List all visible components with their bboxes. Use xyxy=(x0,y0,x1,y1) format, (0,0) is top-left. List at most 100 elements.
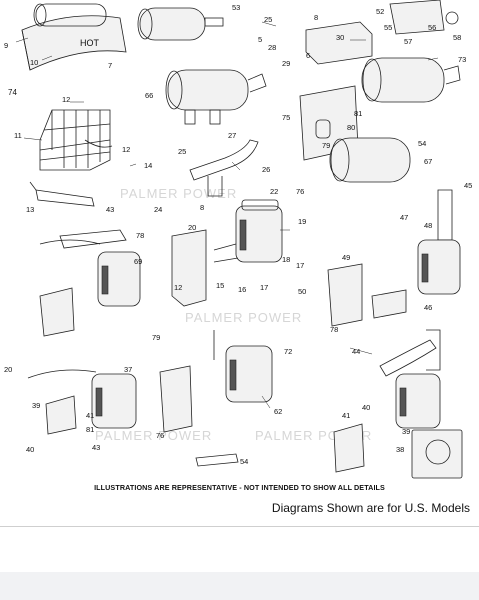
callout-52: 52 xyxy=(376,7,384,16)
leader-lines xyxy=(15,21,439,409)
pipe-43 xyxy=(379,329,441,429)
wire-guard-cage xyxy=(39,109,113,171)
callout-6: 6 xyxy=(306,51,310,60)
hot-label: HOT xyxy=(80,38,100,48)
watermark-1: PALMER POWER xyxy=(120,186,237,201)
callout-38: 38 xyxy=(396,445,404,454)
callout-54: 54 xyxy=(240,457,248,466)
callout-72: 72 xyxy=(284,347,292,356)
callout-80: 81 xyxy=(86,425,94,434)
callout-26: 26 xyxy=(262,165,270,174)
callout-25: 25 xyxy=(178,147,186,156)
callout-18: 17 xyxy=(296,261,304,270)
muffler-63 xyxy=(165,69,267,125)
callout-13: 13 xyxy=(26,205,34,214)
callout-40-right: 40 xyxy=(362,403,370,412)
callout-50: 50 xyxy=(298,287,306,296)
callout-28: 29 xyxy=(282,59,290,68)
callout-19: 18 xyxy=(282,255,290,264)
callout-8-mid: 8 xyxy=(200,203,204,212)
callout-63: 66 xyxy=(145,91,153,100)
callout-12-top: 12 xyxy=(62,95,70,104)
callout-22: 22 xyxy=(270,187,278,196)
callout-79: 80 xyxy=(347,123,355,132)
callout-24: 24 xyxy=(154,205,162,214)
callout-10: 10 xyxy=(30,58,38,67)
callout-47: 47 xyxy=(400,213,408,222)
callout-46: 46 xyxy=(424,303,432,312)
callout-7: 7 xyxy=(108,61,112,70)
access-panel-38 xyxy=(411,429,463,479)
silencer-65 xyxy=(39,239,141,337)
callout-65: 69 xyxy=(134,257,142,266)
callout-30: 30 xyxy=(336,33,344,42)
heat-shield-69 xyxy=(299,85,411,183)
callout-29: 28 xyxy=(268,43,276,52)
bracket-40 xyxy=(333,423,365,473)
callout-49: 49 xyxy=(342,253,350,262)
shield-23 xyxy=(171,229,207,307)
heat-shield-assembly: HOT xyxy=(21,3,127,71)
callout-16: 16 xyxy=(238,285,246,294)
callout-76: 79 xyxy=(152,333,160,342)
callout-11: 11 xyxy=(14,131,22,140)
bracket-top-right xyxy=(305,0,459,65)
callout-42: 43 xyxy=(92,443,100,452)
callout-8: 8 xyxy=(314,13,318,22)
callout-48: 48 xyxy=(424,221,432,230)
pipe-73 xyxy=(59,229,127,249)
watermark-2: PALMER POWER xyxy=(185,310,302,325)
callout-23: 20 xyxy=(188,223,196,232)
pipe-54 xyxy=(195,453,239,467)
silencer-72 xyxy=(213,330,273,403)
callout-60: 58 xyxy=(453,33,461,42)
callout-73: 78 xyxy=(136,231,144,240)
callout-70: 76 xyxy=(156,431,164,440)
callout-21: 19 xyxy=(298,217,306,226)
callout-41-right: 41 xyxy=(342,411,350,420)
callout-12-low: 12 xyxy=(174,283,182,292)
callout-56: 55 xyxy=(384,23,392,32)
exhaust-parts-diagram: PALMER POWER PALMER POWER PALMER POWER P… xyxy=(4,0,472,479)
watermark-3: PALMER POWER xyxy=(95,428,212,443)
callout-58: 57 xyxy=(404,37,412,46)
callout-57: 56 xyxy=(428,23,436,32)
silencer-48 xyxy=(417,189,461,295)
callout-62: 62 xyxy=(274,407,282,416)
shield-49 xyxy=(327,263,407,327)
callout-17: 17 xyxy=(260,283,268,292)
callout-69: 75 xyxy=(282,113,290,122)
callout-67: 74 xyxy=(8,88,17,97)
silencer-37 xyxy=(27,369,137,435)
callout-41: 41 xyxy=(86,411,94,420)
silencer-21 xyxy=(213,199,283,263)
callout-9: 9 xyxy=(4,41,8,50)
callout-12-mid: 12 xyxy=(122,145,130,154)
part-number-callouts: 9 10 7 53 25 8 52 55 56 58 57 5 28 30 6 … xyxy=(4,3,472,466)
muffler-66 xyxy=(361,57,461,103)
footer-band xyxy=(0,572,479,600)
callout-74: 76 xyxy=(296,187,304,196)
us-models-caption: Diagrams Shown are for U.S. Models xyxy=(271,501,470,515)
bracket-13 xyxy=(29,181,95,207)
callout-53: 53 xyxy=(232,3,240,12)
callout-37: 37 xyxy=(124,365,132,374)
callout-20: 20 xyxy=(4,365,12,374)
callout-45: 45 xyxy=(464,181,472,190)
callout-39: 39 xyxy=(32,401,40,410)
callout-5: 5 xyxy=(258,35,262,44)
callout-40: 40 xyxy=(26,445,34,454)
callout-81: 81 xyxy=(354,109,362,118)
callout-27: 27 xyxy=(228,131,236,140)
callout-75: 78 xyxy=(330,325,338,334)
callout-44: 43 xyxy=(106,205,114,214)
callout-25-top: 25 xyxy=(264,15,272,24)
exhaust-pipe-27 xyxy=(189,139,259,197)
callout-15: 15 xyxy=(216,281,224,290)
callout-14: 14 xyxy=(144,161,152,170)
shield-70 xyxy=(159,365,193,433)
callout-39-right: 39 xyxy=(402,427,410,436)
callout-78: 79 xyxy=(322,141,330,150)
muffler-top-center xyxy=(137,7,224,41)
section-divider xyxy=(0,526,479,527)
